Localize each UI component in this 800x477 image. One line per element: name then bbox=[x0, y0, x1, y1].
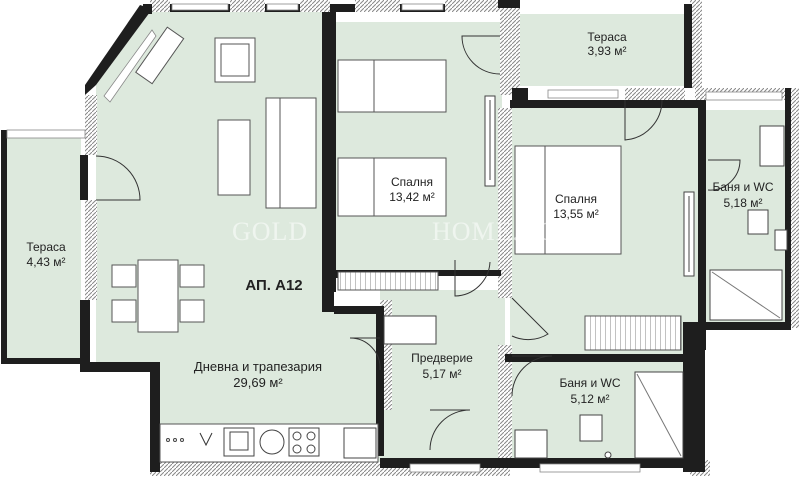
terrace-left-floor bbox=[6, 138, 81, 360]
toilet bbox=[579, 414, 603, 442]
wardrobe bbox=[337, 271, 439, 291]
bath-fixtures bbox=[514, 125, 788, 459]
room-name: Баня и WC bbox=[712, 180, 773, 194]
sink bbox=[759, 125, 785, 167]
room-area: 13,42 м² bbox=[389, 190, 435, 204]
chair bbox=[111, 264, 137, 288]
windows bbox=[6, 3, 783, 473]
room-area: 3,93 м² bbox=[588, 44, 627, 58]
chair bbox=[111, 299, 137, 323]
room-area: 5,12 м² bbox=[571, 392, 610, 406]
watermark-left: GOLD bbox=[232, 217, 308, 246]
dining-table bbox=[137, 259, 179, 333]
room-name: Предверие bbox=[411, 351, 473, 365]
apartment-label: АП. А12 bbox=[245, 277, 302, 294]
tv-unit bbox=[135, 26, 185, 85]
sink bbox=[514, 429, 548, 459]
bedroom-2-furniture bbox=[514, 145, 695, 351]
washing-machine bbox=[774, 229, 788, 251]
room-name: Тераса bbox=[587, 30, 627, 44]
room-area: 5,18 м² bbox=[724, 196, 763, 210]
room-name: Тераса bbox=[26, 240, 66, 254]
chair bbox=[179, 299, 205, 323]
doors bbox=[95, 35, 741, 451]
coffee-table bbox=[217, 119, 251, 196]
room-area: 5,17 м² bbox=[423, 367, 462, 381]
room-area: 4,43 м² bbox=[27, 255, 66, 269]
room-name: Дневна и трапезария bbox=[194, 359, 322, 374]
terrace-top-floor bbox=[520, 14, 690, 86]
toilet bbox=[747, 209, 769, 235]
watermark-right: HOME.BG bbox=[432, 217, 558, 246]
room-name: Спалня bbox=[391, 175, 433, 189]
room-labels: Тераса 3,93 м² Тераса 4,43 м² Спалня 13,… bbox=[26, 30, 774, 406]
chair bbox=[179, 264, 205, 288]
room-name: Баня и WC bbox=[559, 376, 620, 390]
room-area: 29,69 м² bbox=[233, 375, 283, 390]
wardrobe bbox=[584, 315, 682, 351]
room-area: 13,55 м² bbox=[553, 207, 599, 221]
watermark: GOLD HOME.BG bbox=[232, 217, 558, 246]
living-furniture bbox=[111, 26, 379, 463]
bedroom-1-furniture bbox=[337, 59, 496, 291]
room-name: Спалня bbox=[555, 192, 597, 206]
